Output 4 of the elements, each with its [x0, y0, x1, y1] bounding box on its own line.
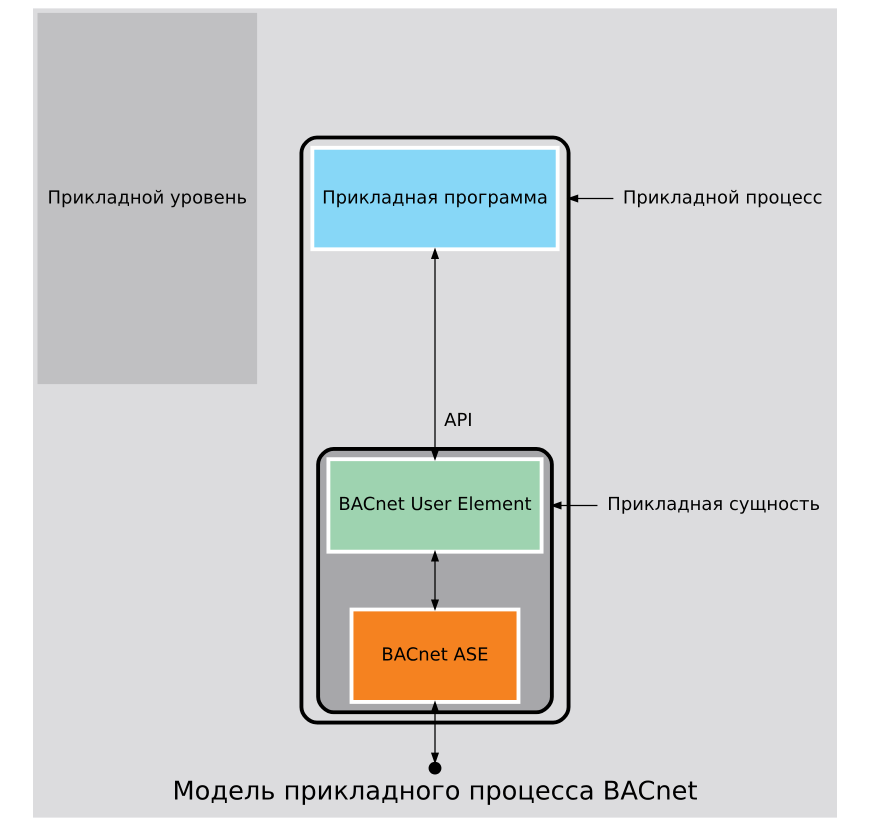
node-text: Прикладная сущность	[606, 494, 820, 516]
node-text: Прикладной процесс	[622, 187, 822, 208]
caption: Модель прикладного процесса BACnet	[172, 776, 698, 807]
edge-label: API	[444, 410, 472, 432]
